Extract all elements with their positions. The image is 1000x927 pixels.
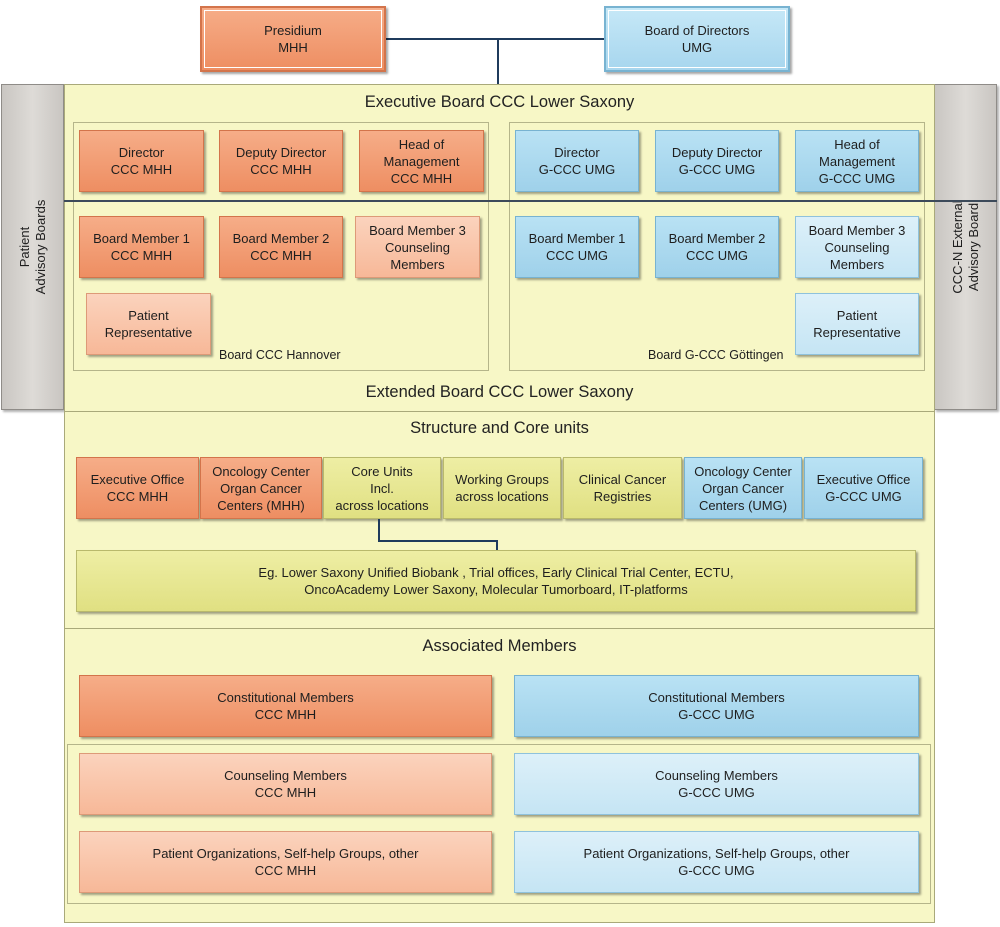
board-hannover-label: Board CCC Hannover [219,348,341,362]
board-goettingen-label: Board G-CCC Göttingen [648,348,784,362]
patient-advisory-boards-label: Patient Advisory Boards [16,199,48,295]
executive-board-panel [64,84,935,412]
board-member-3-mhh-box: Board Member 3 Counseling Members [355,216,480,278]
external-advisory-board-label: CCC-N External Advisory Board [949,200,981,294]
board-member-1-umg-box: Board Member 1 CCC UMG [515,216,639,278]
connector-to-executive-board [497,38,499,84]
unit-oncology-center-umg: Oncology Center Organ Cancer Centers (UM… [684,457,802,519]
associated-counseling-group [67,744,931,904]
unit-executive-office-mhh: Executive Office CCC MHH [76,457,199,519]
presidium-org: MHH [278,40,308,55]
unit-clinical-cancer-registries: Clinical Cancer Registries [563,457,682,519]
board-member-2-umg-box: Board Member 2 CCC UMG [655,216,779,278]
patient-organizations-umg-box: Patient Organizations, Self-help Groups,… [514,831,919,893]
presidium-title: Presidium [264,23,322,38]
extended-board-title: Extended Board CCC Lower Saxony [365,383,634,401]
board-of-directors-box: Board of Directors UMG [604,6,790,72]
director-mhh-box: Director CCC MHH [79,130,204,192]
executive-divider-line [64,200,997,202]
patient-advisory-boards-panel: Patient Advisory Boards [1,84,64,410]
head-of-management-mhh-box: Head of Management CCC MHH [359,130,484,192]
deputy-director-umg-box: Deputy Director G-CCC UMG [655,130,779,192]
patient-organizations-mhh-box: Patient Organizations, Self-help Groups,… [79,831,492,893]
executive-board-title: Executive Board CCC Lower Saxony [364,93,635,111]
unit-executive-office-umg: Executive Office G-CCC UMG [804,457,923,519]
deputy-director-mhh-box: Deputy Director CCC MHH [219,130,343,192]
board-of-directors-org: UMG [681,40,713,55]
connector-core-units-horizontal [378,540,498,542]
director-umg-box: Director G-CCC UMG [515,130,639,192]
external-advisory-board-panel: CCC-N External Advisory Board [934,84,997,410]
board-hannover-group [73,122,489,371]
board-member-3-umg-box: Board Member 3 Counseling Members [795,216,919,278]
patient-representative-mhh-box: Patient Representative [86,293,211,355]
board-member-2-mhh-box: Board Member 2 CCC MHH [219,216,343,278]
counseling-members-umg-box: Counseling Members G-CCC UMG [514,753,919,815]
constitutional-members-mhh-box: Constitutional Members CCC MHH [79,675,492,737]
patient-representative-umg-box: Patient Representative [795,293,919,355]
connector-core-units-vertical [378,519,380,541]
counseling-members-mhh-box: Counseling Members CCC MHH [79,753,492,815]
board-of-directors-title: Board of Directors [644,23,750,38]
connector-core-units-down [496,540,498,551]
unit-core-units: Core Units Incl. across locations [323,457,441,519]
connector-presidium-board [386,38,604,40]
board-goettingen-group [509,122,925,371]
presidium-box: Presidium MHH [200,6,386,72]
structure-title: Structure and Core units [410,419,589,437]
head-of-management-umg-box: Head of Management G-CCC UMG [795,130,919,192]
core-units-examples-box: Eg. Lower Saxony Unified Biobank , Trial… [76,550,916,612]
associated-members-title: Associated Members [422,637,577,655]
unit-working-groups: Working Groups across locations [443,457,561,519]
unit-oncology-center-mhh: Oncology Center Organ Cancer Centers (MH… [200,457,322,519]
board-member-1-mhh-box: Board Member 1 CCC MHH [79,216,204,278]
constitutional-members-umg-box: Constitutional Members G-CCC UMG [514,675,919,737]
